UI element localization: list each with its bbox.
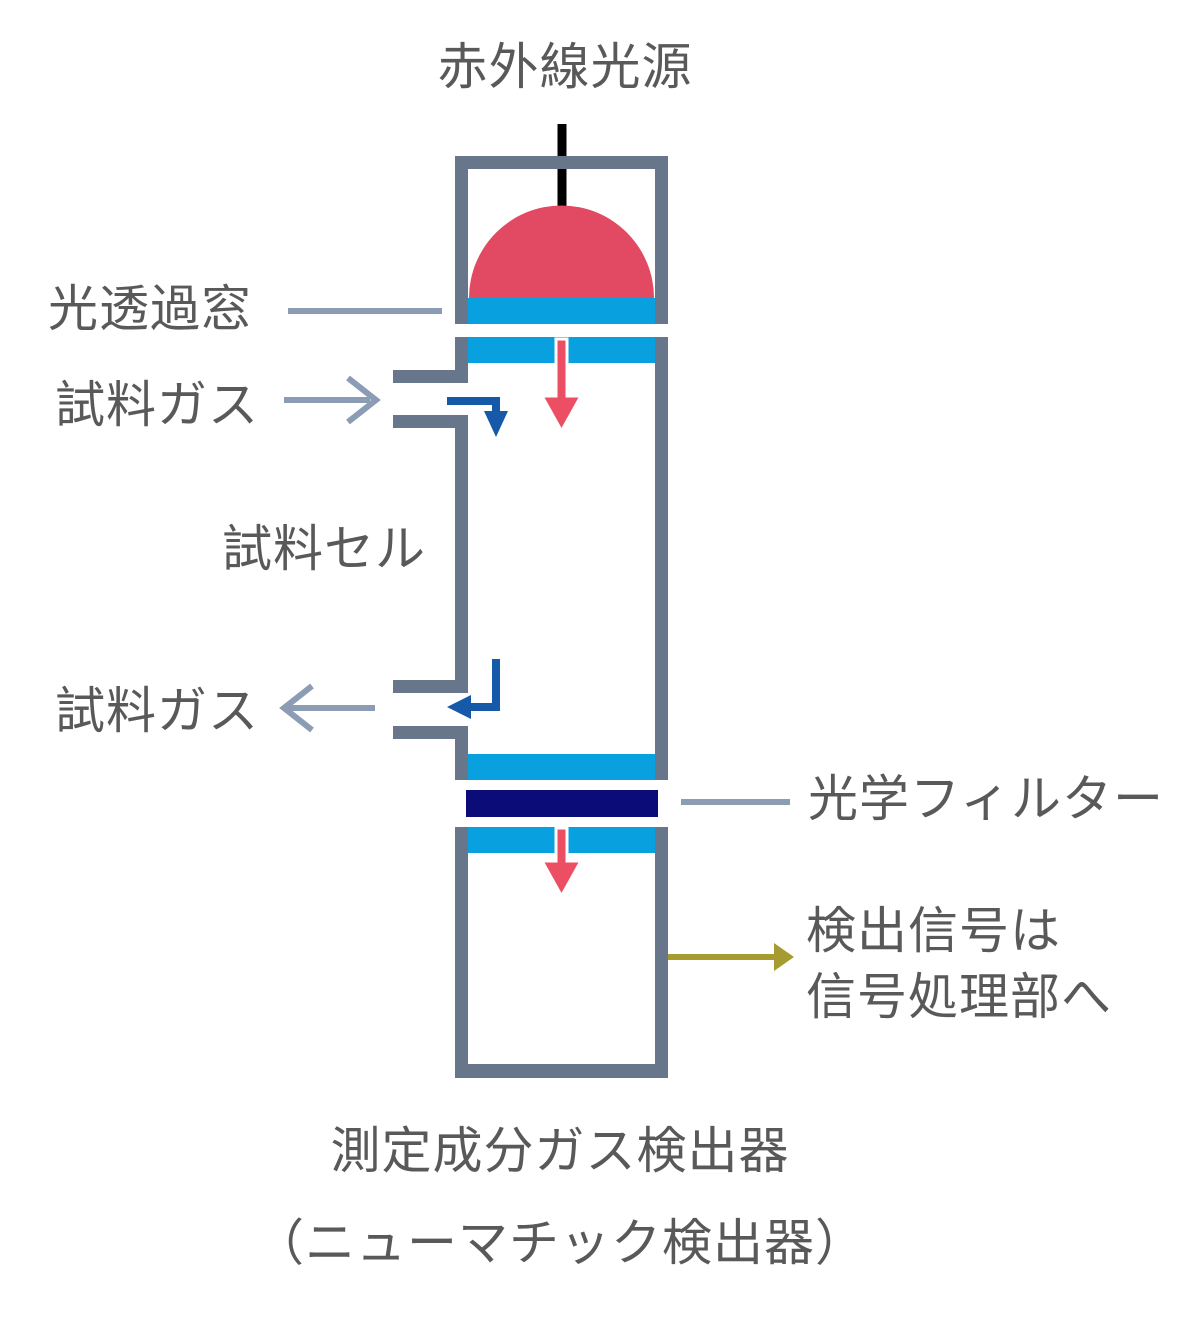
cell-left-wall-lower	[455, 726, 468, 780]
cell-left-wall-middle	[455, 415, 468, 693]
infrared-source-label: 赤外線光源	[437, 39, 693, 95]
inlet-pipe-upper-bar	[393, 370, 468, 383]
gas-out-arrow	[279, 683, 375, 733]
outlet-pipe-upper-bar	[393, 680, 468, 693]
signal-arrow	[668, 943, 794, 971]
signal-label-line1: 検出信号は	[806, 903, 1061, 959]
caption-line1: 測定成分ガス検出器	[330, 1123, 790, 1179]
gas-in-label: 試料ガス	[55, 377, 259, 433]
window-band-top	[468, 298, 655, 324]
inlet-flow-arrow	[447, 397, 508, 437]
optical-filter-band	[466, 790, 658, 817]
detector-right-wall	[655, 827, 668, 1078]
cell-right-wall	[655, 337, 668, 780]
window-label: 光透過窓	[48, 281, 252, 337]
source-housing-top-bar	[455, 156, 668, 169]
detector-walls	[455, 827, 668, 1078]
ir-beam-arrow-lower	[539, 826, 584, 900]
detector-bottom-bar	[455, 1064, 668, 1078]
sample-cell-walls	[393, 337, 668, 780]
ir-beam-arrow-upper	[539, 337, 584, 435]
inlet-pipe-lower-bar	[393, 415, 468, 428]
gas-out-label: 試料ガス	[55, 683, 259, 739]
source-housing	[455, 156, 668, 324]
optical-filter-label: 光学フィルター	[808, 771, 1164, 827]
detector-left-wall	[455, 827, 468, 1078]
infrared-source-dome	[469, 205, 654, 298]
caption-line2: （ニューマチック検出器）	[254, 1215, 866, 1271]
sample-cell-label: 試料セル	[222, 521, 426, 577]
outlet-pipe-lower-bar	[393, 726, 468, 739]
window-band-cell-bottom	[468, 754, 655, 780]
signal-label-line2: 信号処理部へ	[806, 969, 1112, 1025]
outlet-flow-arrow	[447, 659, 500, 719]
source-housing-right-wall	[655, 156, 668, 324]
gas-in-arrow	[284, 375, 381, 425]
source-housing-left-wall	[455, 156, 468, 324]
